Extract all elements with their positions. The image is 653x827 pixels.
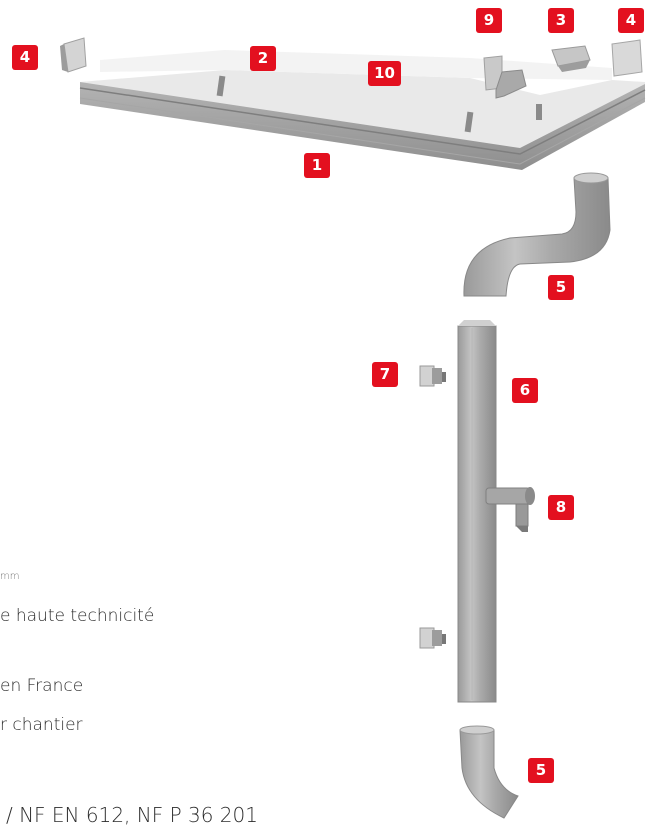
badge-5-top: 5 (548, 275, 574, 300)
downpipe (458, 320, 496, 702)
feature-text-2: en France (0, 676, 83, 696)
pipe-bracket-lower (420, 628, 446, 648)
pipe-bracket-upper (420, 366, 446, 386)
badge-1: 1 (304, 153, 330, 178)
badge-3: 3 (548, 8, 574, 33)
badge-2: 2 (250, 46, 276, 71)
badge-9: 9 (476, 8, 502, 33)
badge-6: 6 (512, 378, 538, 403)
badge-4-right: 4 (618, 8, 644, 33)
badge-7: 7 (372, 362, 398, 387)
end-cap-left (60, 38, 86, 72)
feature-text-1: e haute technicité (0, 606, 154, 626)
end-cap-right (612, 40, 642, 76)
feature-text-3: r chantier (0, 715, 83, 735)
downpipe-shoe (460, 726, 518, 818)
badge-4-left: 4 (12, 45, 38, 70)
badge-5-bottom: 5 (528, 758, 554, 783)
unit-label: mm (0, 571, 19, 582)
standards-text: / NF EN 612, NF P 36 201 (6, 803, 258, 827)
badge-10: 10 (368, 61, 401, 86)
badge-8: 8 (548, 495, 574, 520)
offset-elbow-top (464, 173, 610, 296)
